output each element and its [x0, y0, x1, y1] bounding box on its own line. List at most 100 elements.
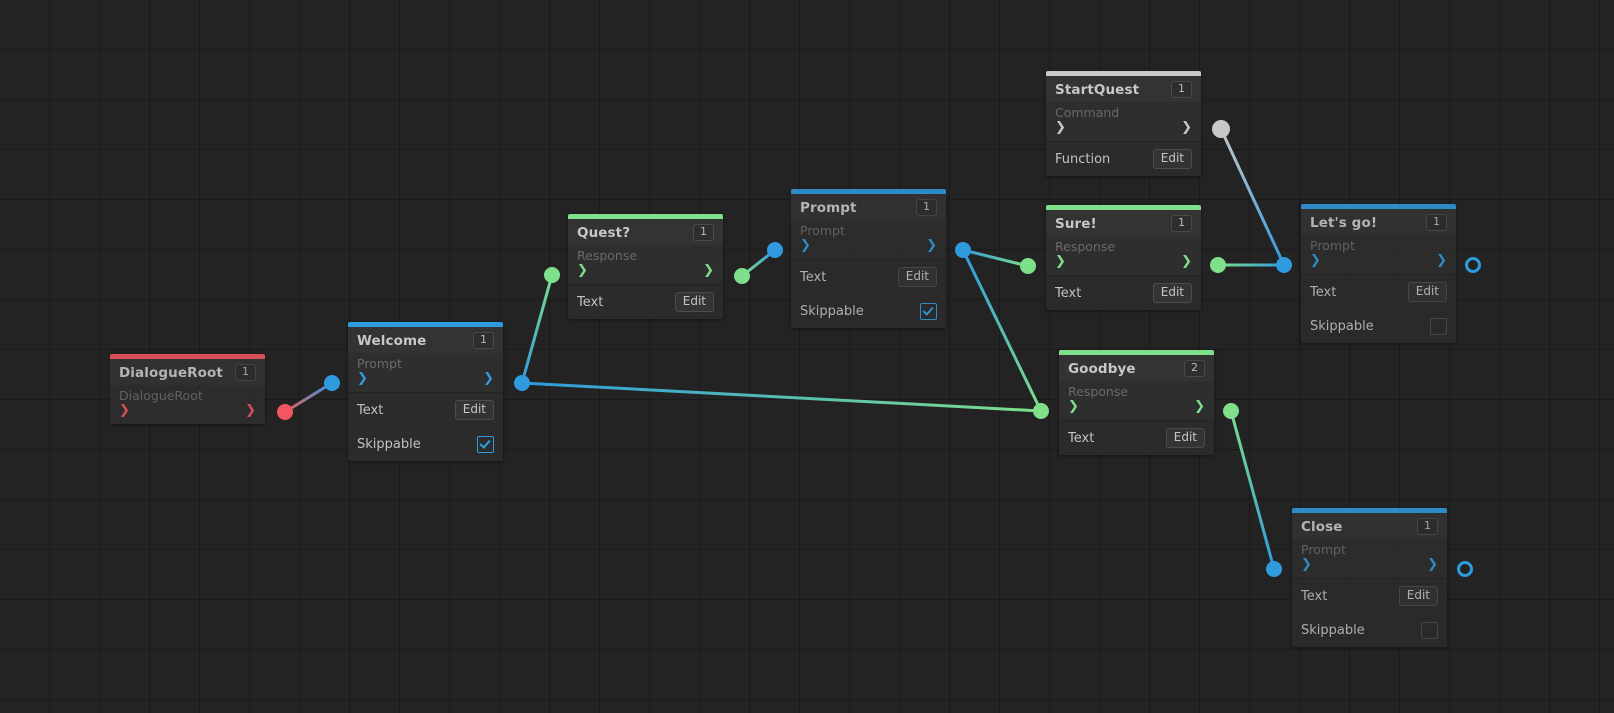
input-port-chevron-icon[interactable]: ❯ [1310, 253, 1321, 268]
property-label: Skippable [357, 436, 421, 452]
port-dot-quest-out[interactable] [734, 268, 750, 284]
port-dot-quest-in[interactable] [544, 267, 560, 283]
node-accent-bar [1301, 204, 1456, 209]
connection-edge[interactable] [520, 381, 1043, 413]
edit-button[interactable]: Edit [1152, 283, 1192, 303]
edit-button[interactable]: Edit [897, 267, 937, 287]
port-dot-sure-out[interactable] [1210, 257, 1226, 273]
skippable-checkbox[interactable] [1421, 621, 1438, 639]
node-port-row: ❯❯ [568, 263, 723, 284]
output-port-chevron-icon[interactable]: ❯ [245, 403, 256, 418]
output-port-chevron-icon[interactable]: ❯ [1181, 254, 1192, 269]
node-title: Goodbye [1068, 360, 1136, 377]
output-port-chevron-icon[interactable]: ❯ [1181, 120, 1192, 135]
node-title: StartQuest [1055, 81, 1140, 98]
connection-edge[interactable] [1229, 409, 1276, 571]
property-label: Text [800, 269, 827, 285]
node-count-badge: 1 [235, 364, 256, 381]
node-count-badge: 1 [473, 332, 494, 349]
node-divider [1046, 141, 1201, 142]
node-accent-bar [1059, 350, 1214, 355]
node-titlebar[interactable]: Sure!1 [1046, 210, 1201, 236]
port-dot-sure-in[interactable] [1020, 258, 1036, 274]
port-dot-welcome-out[interactable] [514, 375, 530, 391]
input-port-chevron-icon[interactable]: ❯ [800, 238, 811, 253]
input-port-chevron-icon[interactable]: ❯ [119, 403, 130, 418]
connection-edge[interactable] [961, 248, 1043, 413]
port-dot-goodbye-out[interactable] [1223, 403, 1239, 419]
skippable-checkbox[interactable] [1430, 317, 1447, 335]
output-port-chevron-icon[interactable]: ❯ [1436, 253, 1447, 268]
node-accent-bar [568, 214, 723, 219]
port-dot-goodbye-in[interactable] [1033, 403, 1049, 419]
edit-button[interactable]: Edit [454, 400, 494, 420]
node-accent-bar [791, 189, 946, 194]
port-dot-root-out[interactable] [277, 404, 293, 420]
node-port-row: ❯❯ [1059, 399, 1214, 420]
node-count-badge: 1 [693, 224, 714, 241]
node-count-badge: 1 [1417, 518, 1438, 535]
node-accent-bar [1046, 71, 1201, 76]
output-port-chevron-icon[interactable]: ❯ [1427, 557, 1438, 572]
output-port-chevron-icon[interactable]: ❯ [703, 263, 714, 278]
node-port-row: ❯❯ [1046, 120, 1201, 141]
output-port-chevron-icon[interactable]: ❯ [483, 371, 494, 386]
port-dot-close-in[interactable] [1266, 561, 1282, 577]
port-dot-letsgo-in[interactable] [1276, 257, 1292, 273]
node-slot-label: Response [568, 245, 723, 263]
node-titlebar[interactable]: Let's go!1 [1301, 209, 1456, 235]
input-port-chevron-icon[interactable]: ❯ [577, 263, 588, 278]
skippable-checkbox[interactable] [477, 435, 494, 453]
port-dot-startquest-out[interactable] [1212, 120, 1230, 138]
node-divider [1046, 275, 1201, 276]
port-dot-letsgo-out[interactable] [1465, 257, 1481, 273]
port-dot-prompt-in[interactable] [767, 242, 783, 258]
node-titlebar[interactable]: Close 1 [1292, 513, 1447, 539]
input-port-chevron-icon[interactable]: ❯ [1301, 557, 1312, 572]
port-dot-close-out[interactable] [1457, 561, 1473, 577]
node-title: Close [1301, 518, 1343, 535]
port-dot-welcome-in[interactable] [324, 375, 340, 391]
node-titlebar[interactable]: Quest?1 [568, 219, 723, 245]
input-port-chevron-icon[interactable]: ❯ [357, 371, 368, 386]
property-label: Skippable [1310, 318, 1374, 334]
property-label: Skippable [1301, 622, 1365, 638]
edit-button[interactable]: Edit [1407, 282, 1447, 302]
node-divider [568, 284, 723, 285]
node-divider [1059, 420, 1214, 421]
input-port-chevron-icon[interactable]: ❯ [1055, 120, 1066, 135]
skippable-checkbox[interactable] [920, 302, 937, 320]
edit-button[interactable]: Edit [1398, 586, 1438, 606]
property-label: Function [1055, 151, 1111, 167]
output-port-chevron-icon[interactable]: ❯ [926, 238, 937, 253]
property-label: Text [357, 402, 384, 418]
edit-button[interactable]: Edit [674, 292, 714, 312]
edit-button[interactable]: Edit [1152, 149, 1192, 169]
connection-edge[interactable] [961, 248, 1030, 268]
input-port-chevron-icon[interactable]: ❯ [1068, 399, 1079, 414]
node-slot-label: Prompt [1292, 539, 1447, 557]
input-port-chevron-icon[interactable]: ❯ [1055, 254, 1066, 269]
connection-edge[interactable] [520, 273, 554, 385]
connection-edge[interactable] [1219, 127, 1286, 267]
edit-button[interactable]: Edit [1165, 428, 1205, 448]
port-dot-prompt-out[interactable] [955, 242, 971, 258]
output-port-chevron-icon[interactable]: ❯ [1194, 399, 1205, 414]
